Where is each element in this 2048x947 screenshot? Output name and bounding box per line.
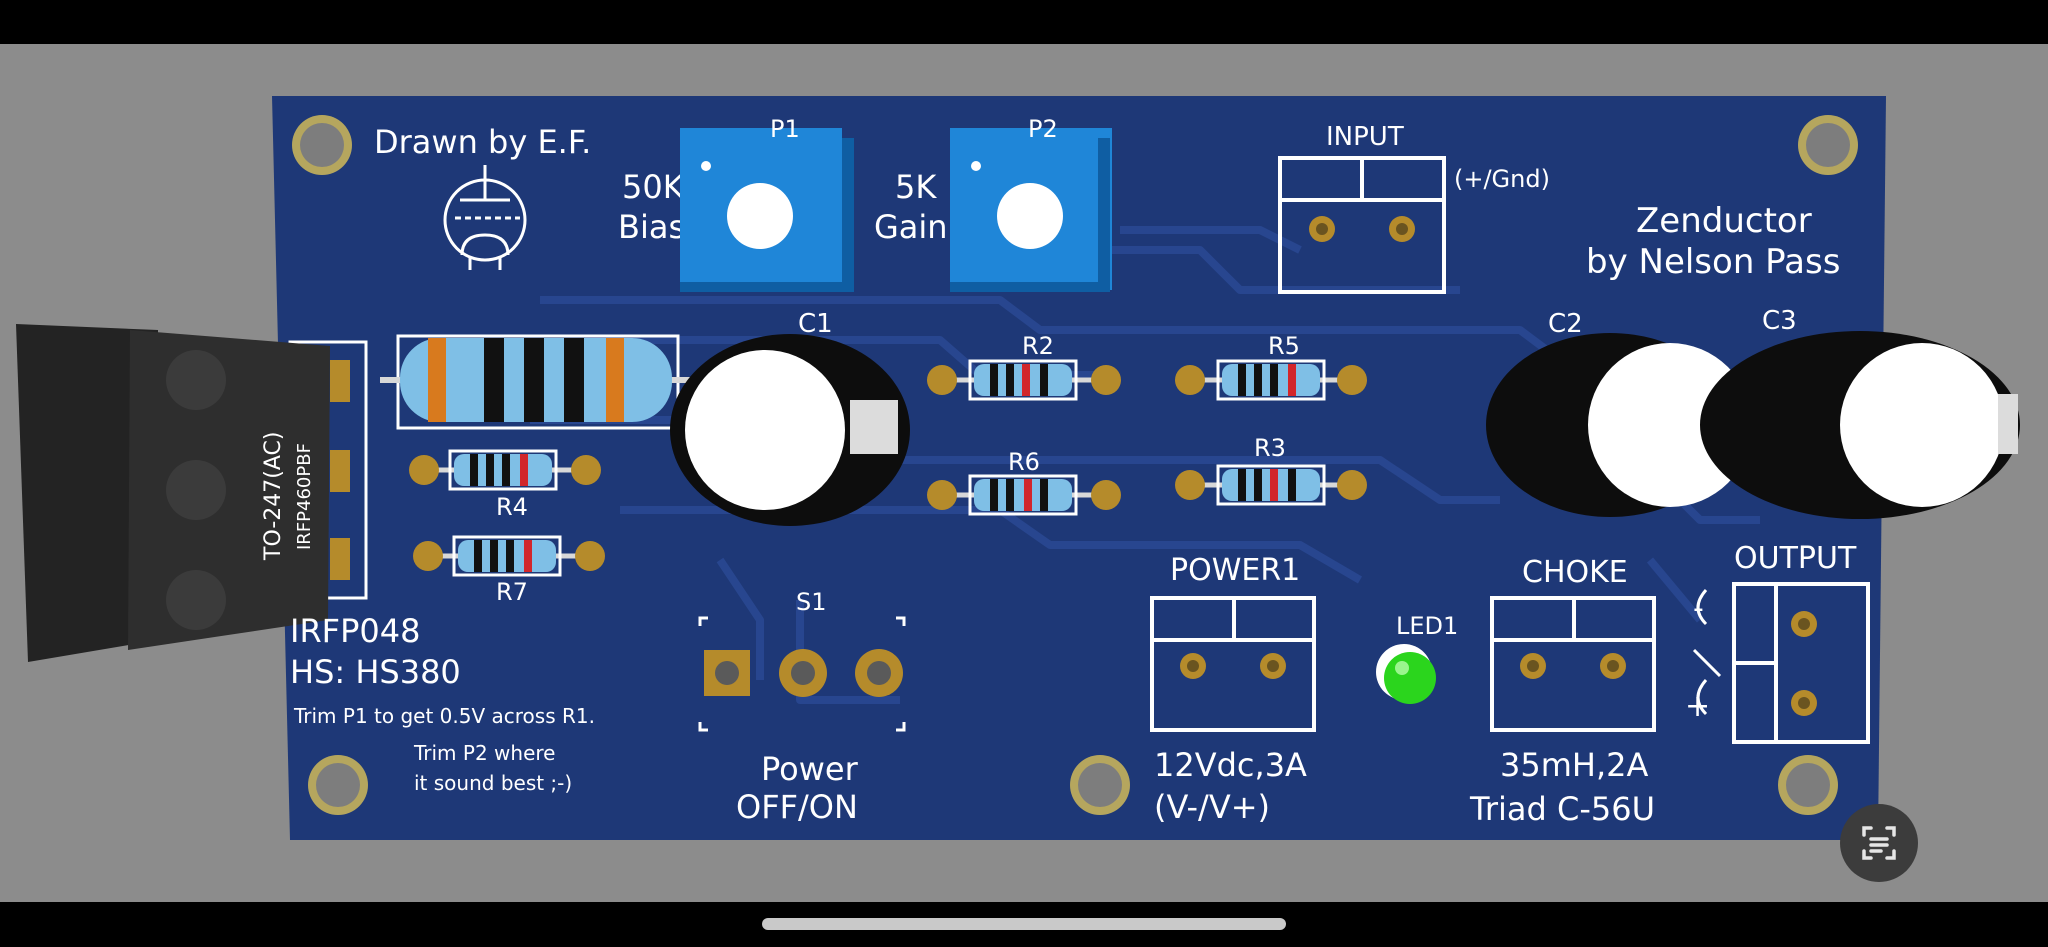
text-scan-icon bbox=[1862, 826, 1896, 860]
resistor-r7-label: R7 bbox=[496, 578, 528, 606]
mosfet-to247: TO-247(AC) IRFP460PBF bbox=[16, 324, 368, 662]
input-label: INPUT bbox=[1326, 122, 1404, 152]
pcb-board bbox=[272, 96, 1886, 840]
led1: LED1 bbox=[1376, 612, 1458, 704]
top-black-bar bbox=[0, 0, 2048, 44]
credit-text: Drawn by E.F. bbox=[374, 123, 591, 161]
trimmer-pot-p1: 50K Bias P1 bbox=[618, 115, 854, 292]
mosfet-marking-text: IRFP460PBF bbox=[294, 443, 315, 550]
switch-label-1: Power bbox=[761, 750, 859, 788]
text-scan-button[interactable] bbox=[1840, 804, 1918, 882]
resistor-r4: R4 bbox=[409, 449, 601, 521]
vacuum-tube-logo bbox=[443, 165, 527, 270]
resistor-r5-label: R5 bbox=[1268, 332, 1300, 360]
input-terminal: INPUT (+/Gnd) bbox=[1278, 122, 1550, 294]
capacitor-c1: C1 bbox=[670, 309, 910, 526]
capacitor-c2-label: C2 bbox=[1548, 309, 1583, 339]
pot-p2-value: 5K bbox=[895, 168, 937, 206]
resistor-r3-label: R3 bbox=[1254, 434, 1286, 462]
choke-spec-1: 35mH,2A bbox=[1500, 746, 1648, 784]
heatsink-label: HS: HS380 bbox=[290, 653, 461, 691]
choke-label: CHOKE bbox=[1522, 555, 1628, 590]
resistor-r2: R2 bbox=[927, 332, 1121, 401]
board-title: Zenductor bbox=[1636, 201, 1812, 241]
input-polarity: (+/Gnd) bbox=[1454, 165, 1550, 193]
power-spec-1: 12Vdc,3A bbox=[1154, 746, 1307, 784]
choke-terminal: CHOKE 35mH,2A Triad C-56U bbox=[1469, 555, 1656, 828]
trim-note-1: Trim P1 to get 0.5V across R1. bbox=[293, 704, 595, 728]
capacitor-c3-label: C3 bbox=[1762, 306, 1797, 336]
switch-ref: S1 bbox=[796, 588, 827, 616]
output-plus: + bbox=[1685, 689, 1710, 724]
output-terminal: OUTPUT - + bbox=[1685, 541, 1870, 744]
resistor-r3: R3 bbox=[1175, 434, 1367, 506]
power-spec-2: (V-/V+) bbox=[1154, 788, 1270, 826]
resistor-r6: R6 bbox=[927, 448, 1121, 516]
resistor-r7: R7 bbox=[413, 535, 605, 606]
mosfet-part-label: IRFP048 bbox=[290, 612, 420, 650]
power-resistor bbox=[380, 334, 700, 430]
switch-label-2: OFF/ON bbox=[736, 788, 858, 826]
output-minus: - bbox=[1693, 591, 1704, 626]
capacitor-c2: C2 bbox=[1486, 309, 1752, 517]
trim-note-3: it sound best ;-) bbox=[414, 771, 572, 795]
power-terminal: POWER1 12Vdc,3A (V-/V+) bbox=[1150, 553, 1316, 826]
home-indicator[interactable] bbox=[762, 918, 1286, 930]
output-label: OUTPUT bbox=[1734, 541, 1857, 576]
resistor-r5: R5 bbox=[1175, 332, 1367, 401]
pot-p1-ref: P1 bbox=[770, 115, 800, 143]
mosfet-package-text: TO-247(AC) bbox=[261, 432, 286, 562]
pot-p2-ref: P2 bbox=[1028, 115, 1058, 143]
resistor-r2-label: R2 bbox=[1022, 332, 1054, 360]
board-subtitle: by Nelson Pass bbox=[1586, 242, 1840, 282]
power-switch-s1: S1 Power OFF/ON bbox=[698, 588, 906, 826]
power-label: POWER1 bbox=[1170, 553, 1300, 588]
choke-spec-2: Triad C-56U bbox=[1469, 790, 1655, 828]
mounting-holes bbox=[292, 115, 1858, 815]
pot-p1-role: Bias bbox=[618, 208, 685, 246]
resistor-r6-label: R6 bbox=[1008, 448, 1040, 476]
trim-note-2: Trim P2 where bbox=[413, 741, 555, 765]
capacitor-c3: C3 bbox=[1700, 306, 2020, 519]
trimmer-pot-p2: 5K Gain P2 bbox=[874, 115, 1112, 292]
resistor-r4-label: R4 bbox=[496, 493, 528, 521]
led-ref: LED1 bbox=[1396, 612, 1458, 640]
pot-p2-role: Gain bbox=[874, 208, 948, 246]
capacitor-c1-label: C1 bbox=[798, 309, 833, 339]
pot-p1-value: 50K bbox=[622, 168, 685, 206]
